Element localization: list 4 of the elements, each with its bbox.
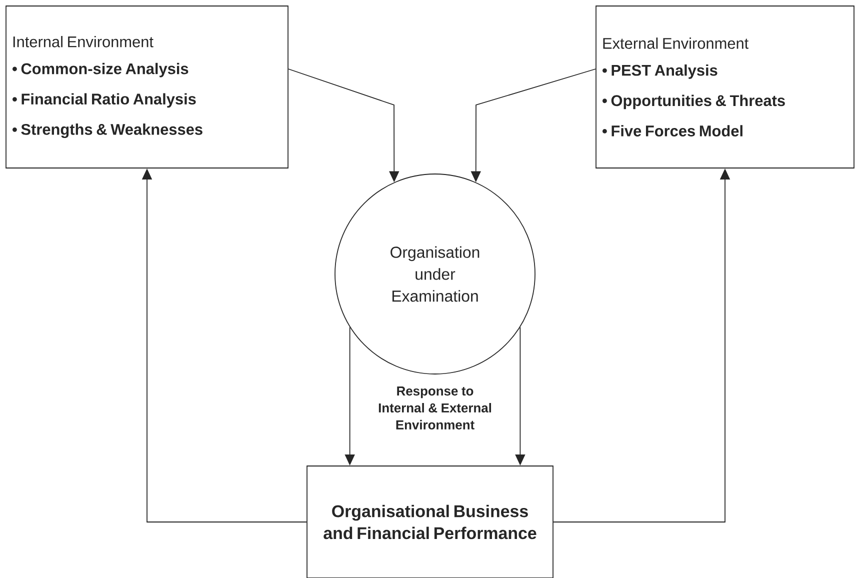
- response-label: Response to Internal & External Environment: [378, 386, 492, 430]
- performance-box: Organisational Business and Financial Performance: [306, 466, 554, 578]
- environment-box: External Environment • PEST Analysis • Opportunities & Threats • Five Forces Model: [596, 6, 854, 168]
- environment-box: Internal Environment • Common-size Analysis • Financial Ratio Analysis • Strengths & Weaknesses: [6, 6, 288, 168]
